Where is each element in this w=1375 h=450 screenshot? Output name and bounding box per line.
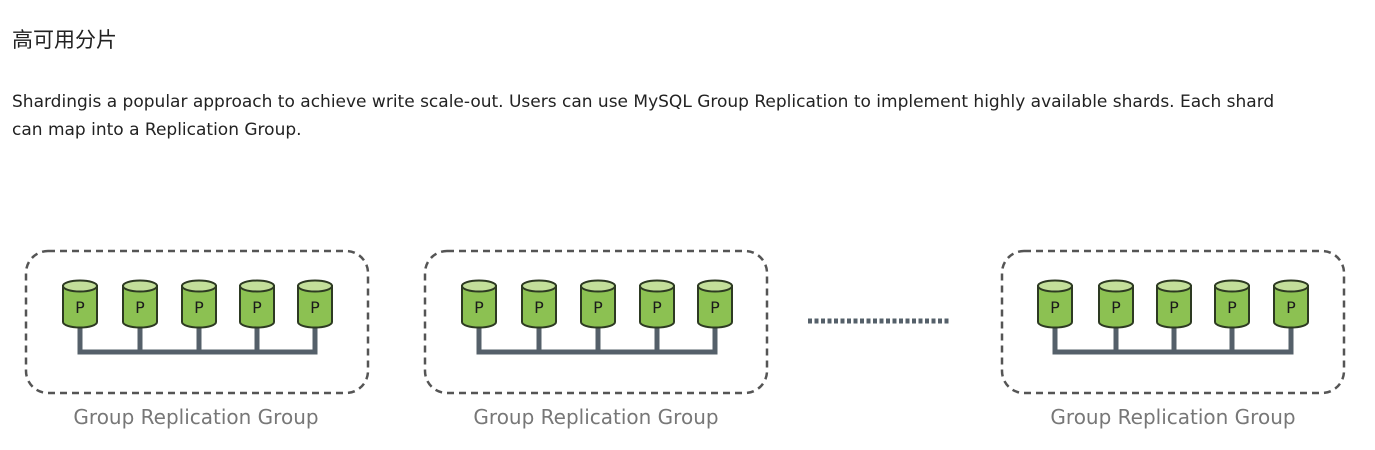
group-bus-3	[1052, 326, 1294, 355]
group-boundary-1	[24, 249, 370, 395]
database-cylinder-body	[639, 285, 675, 329]
database-cylinder-top	[580, 279, 616, 293]
database-cylinder-top	[239, 279, 275, 293]
database-cylinder-top	[122, 279, 158, 293]
database-node: P	[297, 279, 333, 329]
database-node-label: P	[1050, 298, 1060, 317]
database-node-label: P	[135, 298, 145, 317]
database-cylinder-body	[461, 285, 497, 329]
database-node-label: P	[252, 298, 262, 317]
database-node: P	[639, 279, 675, 329]
database-node: P	[1214, 279, 1250, 329]
database-node: P	[1156, 279, 1192, 329]
database-node: P	[122, 279, 158, 329]
description-paragraph: Shardingis a popular approach to achieve…	[12, 88, 1362, 144]
database-cylinder-body	[697, 285, 733, 329]
database-cylinder-top	[1098, 279, 1134, 293]
group-boundary-3	[1000, 249, 1346, 395]
database-node: P	[239, 279, 275, 329]
group-caption-3: Group Replication Group	[1050, 405, 1295, 429]
database-node-label: P	[1169, 298, 1179, 317]
database-cylinder-body	[1156, 285, 1192, 329]
database-node-label: P	[593, 298, 603, 317]
database-cylinder-body	[181, 285, 217, 329]
database-cylinder-top	[521, 279, 557, 293]
database-node: P	[62, 279, 98, 329]
database-cylinder-top	[62, 279, 98, 293]
group-replication-group-2: P P P P P Group Replication Group	[423, 249, 769, 429]
database-cylinder-body	[62, 285, 98, 329]
database-node: P	[1098, 279, 1134, 329]
database-node: P	[461, 279, 497, 329]
description-line-2: can map into a Replication Group.	[12, 120, 302, 140]
database-node-label: P	[75, 298, 85, 317]
database-cylinder-body	[1273, 285, 1309, 329]
database-cylinder-top	[461, 279, 497, 293]
database-node: P	[697, 279, 733, 329]
group-boundary-2	[423, 249, 769, 395]
database-cylinder-body	[1098, 285, 1134, 329]
description-line-1: Shardingis a popular approach to achieve…	[12, 92, 1275, 112]
database-cylinder-body	[1037, 285, 1073, 329]
database-cylinder-body	[580, 285, 616, 329]
database-node-label: P	[710, 298, 720, 317]
database-node: P	[580, 279, 616, 329]
database-cylinder-body	[1214, 285, 1250, 329]
database-node-label: P	[1111, 298, 1121, 317]
group-replication-group-3: P P P P P Group Replication Group	[1000, 249, 1346, 429]
database-node: P	[1037, 279, 1073, 329]
database-cylinder-top	[1273, 279, 1309, 293]
database-node-label: P	[194, 298, 204, 317]
database-node: P	[1273, 279, 1309, 329]
group-bus-1	[77, 326, 318, 355]
database-cylinder-top	[1156, 279, 1192, 293]
database-cylinder-top	[1214, 279, 1250, 293]
database-cylinder-body	[521, 285, 557, 329]
database-node: P	[181, 279, 217, 329]
database-cylinder-body	[297, 285, 333, 329]
database-node: P	[521, 279, 557, 329]
database-cylinder-top	[639, 279, 675, 293]
database-cylinder-top	[1037, 279, 1073, 293]
database-cylinder-top	[697, 279, 733, 293]
group-caption-1: Group Replication Group	[73, 405, 318, 429]
database-node-label: P	[534, 298, 544, 317]
group-caption-2: Group Replication Group	[473, 405, 718, 429]
database-node-label: P	[652, 298, 662, 317]
database-cylinder-top	[181, 279, 217, 293]
database-node-label: P	[474, 298, 484, 317]
group-bus-2	[476, 326, 718, 355]
database-node-label: P	[1227, 298, 1237, 317]
database-cylinder-top	[297, 279, 333, 293]
database-cylinder-body	[239, 285, 275, 329]
group-replication-group-1: P P P P P Group Replication Group	[24, 249, 370, 429]
database-node-label: P	[310, 298, 320, 317]
database-cylinder-body	[122, 285, 158, 329]
database-node-label: P	[1286, 298, 1296, 317]
page-title: 高可用分片	[12, 28, 117, 52]
